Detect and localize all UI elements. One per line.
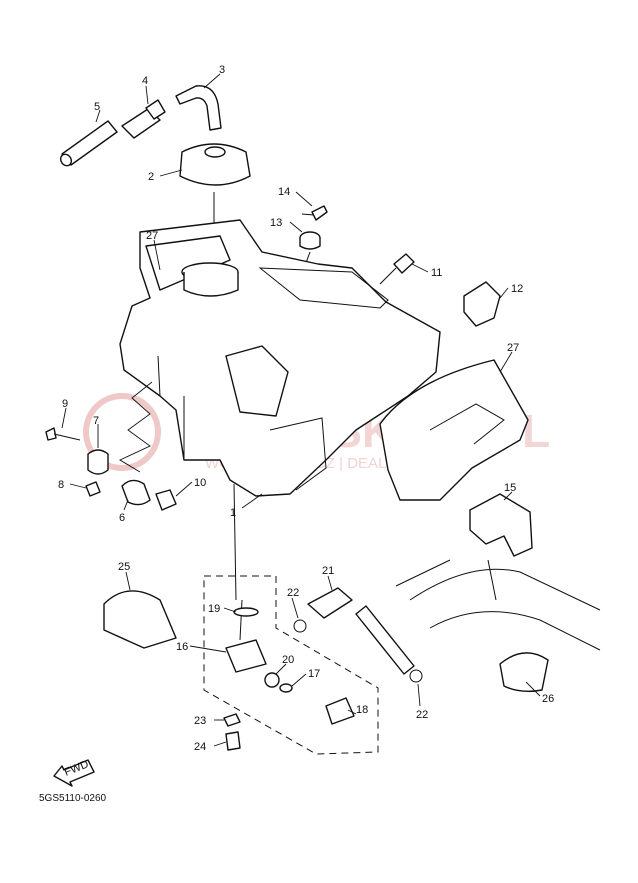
callout-2: 2 [148, 171, 154, 183]
part-6-collar [121, 479, 151, 506]
callout-22-upper: 22 [287, 587, 299, 599]
callout-27-upper: 27 [146, 230, 158, 242]
part-27-right-shroud [379, 359, 529, 501]
part-5-breather-hose [59, 120, 118, 167]
part-18-screw [325, 697, 355, 725]
part-22-clamp-upper [293, 619, 307, 633]
part-2-tank-cap [179, 143, 251, 270]
part-7-damper [87, 449, 109, 475]
callout-numbers: 1 2 3 4 5 6 7 8 9 10 11 12 13 14 15 16 1… [58, 64, 554, 753]
callout-19: 19 [208, 603, 220, 615]
part-23-washer [223, 713, 241, 727]
callout-22-lower: 22 [416, 709, 428, 721]
diagram-code: 5GS5110-0260 [39, 793, 107, 804]
part-8-bolt [85, 481, 101, 497]
callout-27-right: 27 [507, 342, 519, 354]
part-9-bolt [45, 427, 57, 441]
watermark-logo [83, 393, 161, 471]
callout-9: 9 [62, 398, 68, 410]
frame-outline [395, 559, 601, 651]
part-1-fuel-tank [119, 219, 441, 497]
part-22-clamp-lower [409, 669, 423, 683]
callout-4: 4 [142, 75, 148, 87]
part-24-drain-bolt [225, 731, 241, 751]
part-19-o-ring [233, 607, 259, 617]
mount-hardware [45, 381, 177, 511]
callout-21: 21 [322, 565, 334, 577]
callout-15: 15 [504, 482, 516, 494]
callout-7: 7 [93, 415, 99, 427]
callout-17: 17 [308, 668, 320, 680]
part-12-clip [463, 281, 501, 327]
callout-18: 18 [356, 704, 368, 716]
part-16-fuel-cock-assembly [203, 483, 379, 755]
callout-5: 5 [94, 101, 100, 113]
callout-8: 8 [58, 479, 64, 491]
callout-24: 24 [194, 741, 206, 753]
callout-25: 25 [118, 561, 130, 573]
part-17-washer [279, 683, 293, 693]
part-15-bracket [469, 493, 533, 557]
callout-14: 14 [278, 186, 290, 198]
part-20-o-ring [264, 672, 280, 688]
part-11-bolt [379, 253, 415, 285]
part-21-fuel-hose-long [355, 605, 415, 675]
callout-6: 6 [119, 512, 125, 524]
callout-1: 1 [230, 507, 236, 519]
part-21-fuel-hose [307, 587, 353, 619]
callout-16: 16 [176, 641, 188, 653]
callout-10: 10 [194, 477, 206, 489]
callout-3: 3 [219, 64, 225, 76]
callout-11: 11 [431, 267, 442, 279]
callout-20: 20 [282, 654, 294, 666]
fwd-arrow: FWD [53, 758, 95, 787]
part-25-guard [103, 590, 177, 649]
part-27-shroud-detail [429, 403, 505, 445]
part-10-collar [155, 489, 177, 511]
part-14-screw [301, 205, 328, 221]
part-4-check-valve [121, 99, 166, 139]
callout-13: 13 [270, 217, 282, 229]
callout-12: 12 [511, 283, 523, 295]
leader-lines [61, 73, 541, 747]
callout-26: 26 [542, 693, 554, 705]
part-26-cover [499, 652, 549, 693]
callout-23: 23 [194, 715, 206, 727]
part-3-bent-hose [175, 85, 222, 131]
